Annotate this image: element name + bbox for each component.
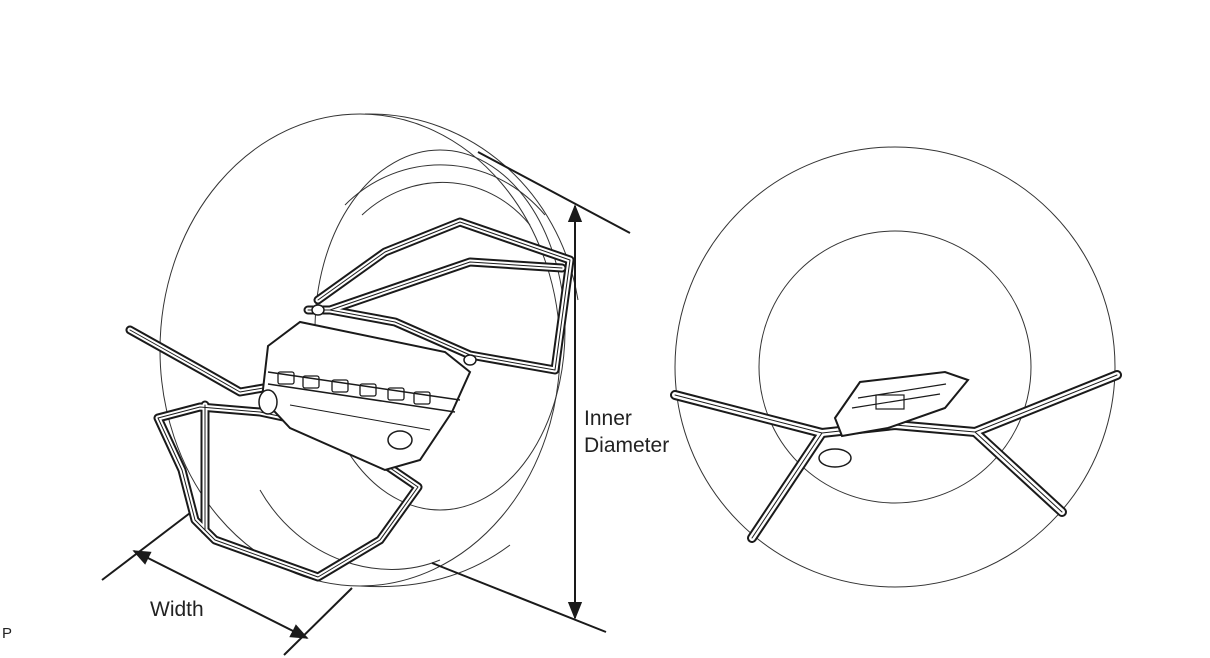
tire-tread-bottom: [359, 544, 511, 588]
front-tire-inner: [758, 230, 1032, 504]
tire-tread-back: [364, 113, 579, 301]
width-label: Width: [150, 598, 204, 621]
right-front-view: [670, 146, 1122, 588]
figure-reference-label: P: [2, 625, 13, 642]
tire-inner-rim-arc: [344, 164, 546, 216]
inner-diameter-label-line1: Inner: [584, 407, 632, 430]
inner-diameter-dimension: [431, 151, 631, 633]
tire-chain: [125, 217, 575, 582]
width-dimension: [101, 512, 353, 656]
inner-diameter-label-line2: Diameter: [584, 434, 670, 457]
front-tensioner: [818, 370, 970, 468]
front-tire-outer: [674, 146, 1116, 588]
chain-tensioner: [258, 304, 477, 472]
tire-inner-rim-arc-2: [361, 181, 531, 226]
inner-diameter-label: Inner Diameter: [584, 405, 669, 459]
left-tire-view: [101, 113, 631, 656]
